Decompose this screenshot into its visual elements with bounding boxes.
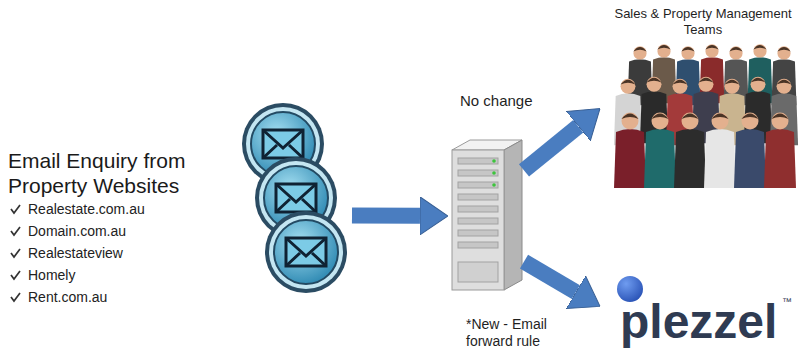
server-node xyxy=(448,140,524,292)
list-item: Rent.com.au xyxy=(28,289,107,305)
server-icon xyxy=(452,140,522,290)
server-icon xyxy=(492,183,496,187)
server-icon xyxy=(458,262,498,282)
list-item: Realestateview xyxy=(28,245,123,261)
list-item: Domain.com.au xyxy=(28,223,126,239)
server-icon xyxy=(458,182,498,188)
block-arrow xyxy=(524,126,578,170)
check-marks xyxy=(11,293,20,301)
edge-label: No change xyxy=(460,92,533,110)
server-icon xyxy=(504,140,522,290)
block-arrow xyxy=(352,208,420,224)
team-crowd xyxy=(614,113,646,189)
check-marks xyxy=(11,249,20,257)
heading-text: Email Enquiry from Property Websites xyxy=(8,148,248,198)
block-arrow xyxy=(524,262,576,293)
trademark-mark: ™ xyxy=(782,296,792,308)
logo-node: plezzel xyxy=(600,272,805,358)
logo-text: plezzel xyxy=(620,298,777,346)
server-icon xyxy=(458,242,498,248)
server-icon xyxy=(492,171,496,175)
team-crowd xyxy=(614,44,798,188)
team-crowd xyxy=(674,113,706,189)
server-icon xyxy=(458,170,498,176)
server-icon xyxy=(458,194,498,200)
list-item: Homely xyxy=(28,267,75,283)
check-marks xyxy=(11,205,20,301)
check-marks xyxy=(11,227,20,235)
team-crowd xyxy=(704,113,736,189)
check-marks xyxy=(11,271,20,279)
server-icon xyxy=(458,158,498,164)
icon-node: Sales & Property Management Teams xyxy=(600,4,806,194)
server-icon xyxy=(492,159,496,163)
server-icon xyxy=(458,218,498,224)
icon-node: Email Enquiry from Property WebsitesReal… xyxy=(0,100,352,310)
envelope-stack xyxy=(265,211,347,293)
team-crowd xyxy=(734,113,766,189)
check-marks xyxy=(11,205,20,213)
server-icon xyxy=(458,230,498,236)
edge-label: *New - Email forward rule xyxy=(466,316,560,350)
group-heading: Sales & Property Management Teams xyxy=(600,6,806,38)
server-icon xyxy=(458,206,498,212)
envelope-stack xyxy=(242,103,347,293)
team-crowd xyxy=(764,113,796,189)
list-item: Realestate.com.au xyxy=(28,201,145,217)
team-crowd xyxy=(644,113,676,189)
server-icon xyxy=(452,150,504,290)
